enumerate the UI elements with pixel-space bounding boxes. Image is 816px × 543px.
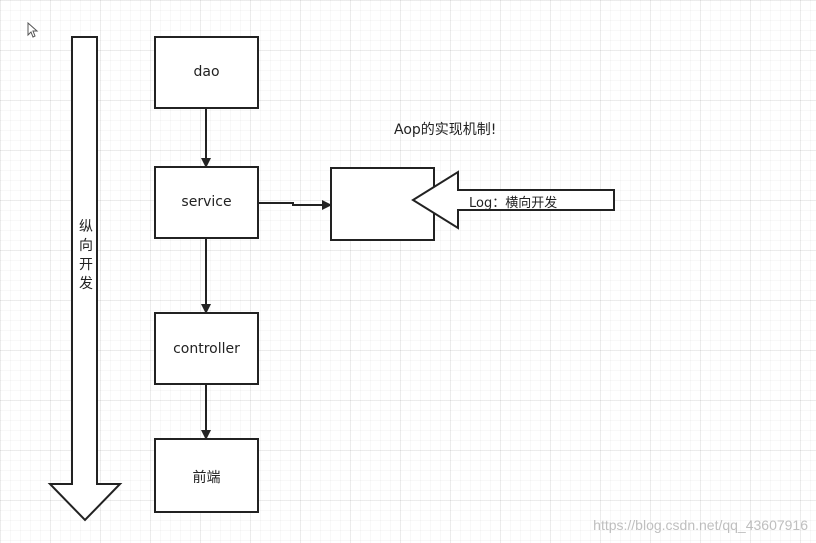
vertical-development-arrow bbox=[47, 36, 123, 522]
service-to-aop-arrow bbox=[258, 200, 332, 210]
horizontal-development-label: Log：横向开发 bbox=[469, 196, 558, 211]
mouse-pointer-icon bbox=[27, 22, 39, 38]
dao-label: dao bbox=[193, 64, 220, 80]
service-label: service bbox=[181, 194, 232, 210]
watermark-url: https://blog.csdn.net/qq_43607916 bbox=[593, 517, 808, 533]
controller-label: controller bbox=[173, 341, 240, 357]
frontend-label: 前端 bbox=[192, 470, 221, 486]
horizontal-development-arrow bbox=[411, 170, 615, 230]
vertical-development-label: 纵向开发 bbox=[79, 219, 93, 292]
aop-mechanism-title: Aop的实现机制! bbox=[394, 122, 497, 138]
